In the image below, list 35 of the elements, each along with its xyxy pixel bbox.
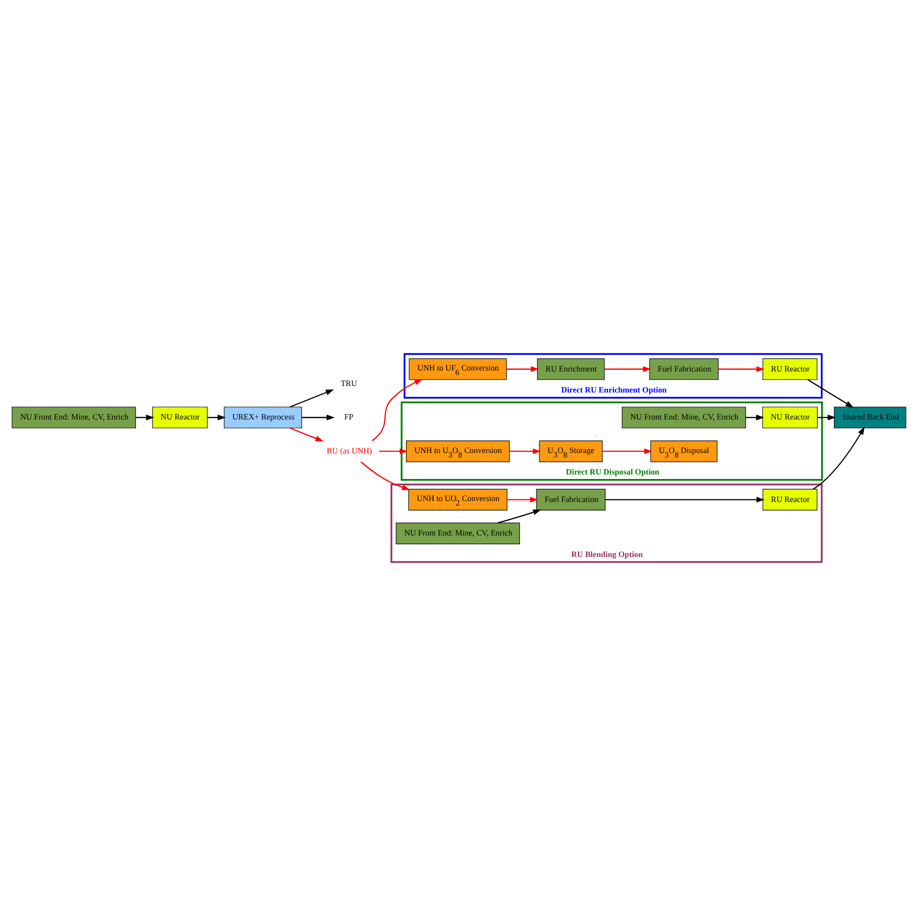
node-box: RU Reactor xyxy=(762,358,818,380)
arrow xyxy=(136,414,154,420)
arrow xyxy=(604,366,652,372)
arrow xyxy=(509,448,542,454)
node-box: NU Front End: Mine, CV, Enrich xyxy=(396,522,520,544)
arrow xyxy=(605,496,765,502)
node-box: NU Front End: Mine, CV, Enrich xyxy=(12,406,136,428)
arrow xyxy=(302,414,335,420)
node-box: UREX+ Reprocess xyxy=(224,406,302,428)
arrow xyxy=(602,448,652,454)
node-box: Fuel Fabrication xyxy=(649,358,719,380)
arrow xyxy=(372,378,423,441)
arrow xyxy=(807,378,854,408)
node-text: TRU xyxy=(340,378,358,388)
arrow xyxy=(812,426,865,490)
node-box: NU Reactor xyxy=(762,406,818,428)
arrow xyxy=(507,496,538,502)
arrow xyxy=(290,426,324,441)
node-box: RU Reactor xyxy=(762,488,818,510)
node-box: Fuel Fabrication xyxy=(536,488,606,510)
arrow xyxy=(818,414,836,420)
arrow xyxy=(360,460,410,490)
node-text: RU (as UNH) xyxy=(326,446,372,455)
node-box: NU Reactor xyxy=(152,406,208,428)
arrow xyxy=(207,414,226,420)
arrow xyxy=(379,448,408,454)
node-box: RU Enrichment xyxy=(537,358,605,380)
arrow xyxy=(506,366,539,372)
node-text: FP xyxy=(344,412,354,422)
node-box: Shared Back End xyxy=(834,406,906,428)
arrow xyxy=(746,414,764,420)
arrow xyxy=(290,388,334,408)
node-box: NU Front End: Mine, CV, Enrich xyxy=(622,406,746,428)
arrow xyxy=(718,366,765,372)
arrow xyxy=(498,508,542,523)
